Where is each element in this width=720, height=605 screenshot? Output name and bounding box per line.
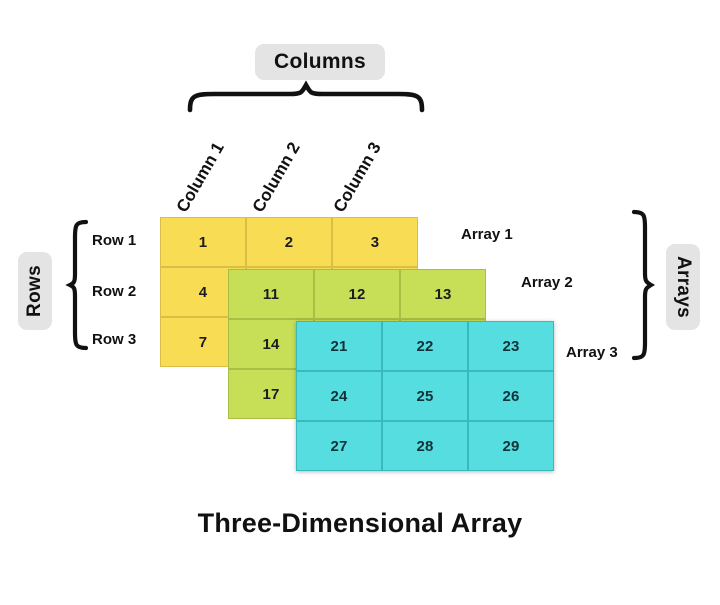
arrays-group-label: Arrays: [673, 255, 695, 319]
array-3-cell: 29: [468, 421, 554, 471]
row-header-1: Row 1: [92, 232, 137, 249]
column-header-3: Column 3: [329, 138, 385, 216]
rows-group-label: Rows: [24, 265, 45, 317]
array-2-cell: 12: [314, 269, 400, 319]
array-3-grid: 21 22 23 24 25 26 27 28 29: [296, 321, 554, 471]
rows-brace: [65, 219, 89, 351]
array-label-1: Array 1: [461, 226, 513, 243]
array-label-2: Array 2: [521, 274, 573, 291]
columns-brace: [187, 80, 425, 113]
diagram-caption: Three-Dimensional Array: [197, 508, 523, 538]
array-3-cell: 26: [468, 371, 554, 421]
array-1-cell: 3: [332, 217, 418, 267]
array-3-cell: 23: [468, 321, 554, 371]
array-3-cell: 28: [382, 421, 468, 471]
array-2-cell: 11: [228, 269, 314, 319]
array-1-cell: 1: [160, 217, 246, 267]
column-header-1: Column 1: [172, 138, 228, 216]
columns-group-label: Columns: [274, 50, 366, 73]
array-3-cell: 25: [382, 371, 468, 421]
array-3-cell: 27: [296, 421, 382, 471]
array-3-cell: 24: [296, 371, 382, 421]
arrays-group-badge: Arrays: [666, 244, 700, 330]
row-header-3: Row 3: [92, 331, 137, 348]
array-2-cell: 13: [400, 269, 486, 319]
array-label-3: Array 3: [566, 344, 618, 361]
columns-group-badge: Columns: [255, 44, 385, 80]
array-3-cell: 22: [382, 321, 468, 371]
array-3-cell: 21: [296, 321, 382, 371]
rows-group-badge: Rows: [18, 252, 52, 330]
row-header-2: Row 2: [92, 283, 137, 300]
array-1-cell: 2: [246, 217, 332, 267]
arrays-brace: [631, 209, 656, 361]
column-header-2: Column 2: [248, 138, 304, 216]
